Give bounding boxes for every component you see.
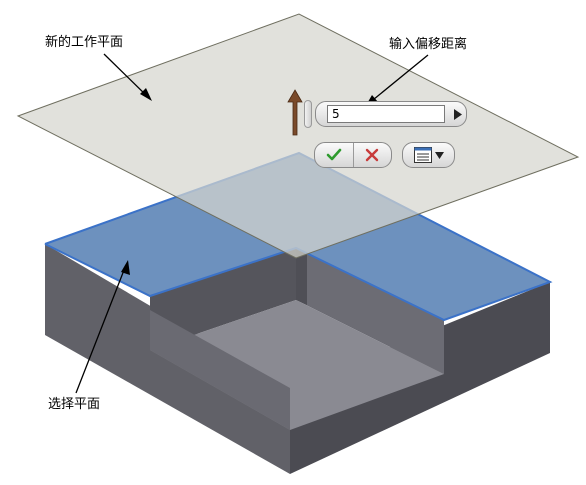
leader-new-plane	[103, 53, 151, 100]
pocket-floor	[150, 300, 444, 430]
select-plane-label: 选择平面	[48, 397, 101, 412]
pocket-left-wall	[150, 248, 296, 350]
confirm-button[interactable]	[315, 143, 353, 167]
pocket-front-wall	[150, 310, 290, 430]
flip-direction-arrow-icon[interactable]	[287, 89, 303, 137]
options-list-icon	[413, 147, 432, 163]
x-cancel-icon	[366, 148, 379, 162]
offset-distance-input[interactable]	[327, 105, 445, 123]
new-work-plane[interactable]	[16, 13, 580, 259]
pocket-back-wall	[296, 248, 444, 374]
leader-select-plane-arrowhead	[121, 260, 130, 275]
new-work-plane-label: 新的工作平面	[45, 35, 124, 50]
checkmark-icon	[326, 148, 342, 161]
pocket-right-wall	[296, 248, 307, 305]
dropdown-triangle-icon	[434, 151, 444, 159]
toolbar-grip-handle[interactable]	[304, 100, 312, 128]
offset-distance-label: 输入偏移距离	[389, 37, 468, 52]
leader-new-plane-arrowhead	[140, 88, 152, 101]
leader-select-plane	[75, 264, 127, 394]
options-dropdown-button[interactable]	[402, 142, 455, 168]
leader-offset	[367, 54, 429, 105]
play-right-arrow-icon[interactable]	[450, 105, 464, 123]
confirm-cancel-group	[314, 142, 392, 168]
offset-distance-control	[315, 101, 467, 127]
cancel-button[interactable]	[352, 143, 392, 167]
